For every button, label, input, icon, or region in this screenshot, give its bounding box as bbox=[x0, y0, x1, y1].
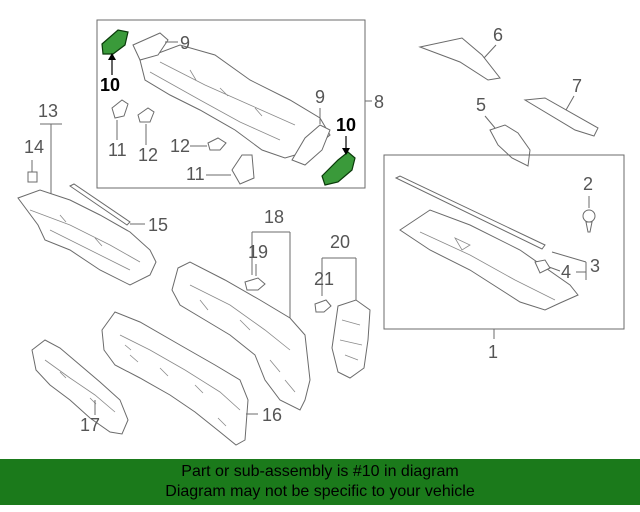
callout-16: 16 bbox=[262, 405, 282, 425]
bracket-11-lower[interactable] bbox=[231, 154, 255, 185]
panel-6[interactable] bbox=[418, 37, 501, 81]
callout-10-right: 10 bbox=[336, 115, 356, 135]
clip-3[interactable] bbox=[534, 259, 551, 274]
callout-8: 8 bbox=[374, 92, 384, 112]
callout-19: 19 bbox=[248, 242, 268, 262]
callout-13: 13 bbox=[38, 101, 58, 121]
panel-7[interactable] bbox=[523, 97, 599, 137]
callout-20: 20 bbox=[330, 232, 350, 252]
bracket-9-lower[interactable] bbox=[291, 124, 331, 166]
clip-14[interactable] bbox=[27, 171, 38, 183]
callout-17: 17 bbox=[80, 415, 100, 435]
callout-1: 1 bbox=[488, 342, 498, 362]
clip-21[interactable] bbox=[314, 299, 332, 313]
part-10-right-highlighted[interactable] bbox=[321, 151, 356, 186]
seal-15[interactable] bbox=[69, 183, 131, 226]
callout-14: 14 bbox=[24, 137, 44, 157]
cowl-top-panel[interactable] bbox=[139, 44, 331, 159]
parts-diagram: 9 10 11 12 12 11 9 10 8 6 7 5 2 1 bbox=[17, 19, 625, 446]
bracket-9-upper[interactable] bbox=[132, 32, 169, 61]
bracket-20[interactable] bbox=[331, 299, 371, 379]
callout-6: 6 bbox=[493, 25, 503, 45]
callout-15: 15 bbox=[148, 215, 168, 235]
callout-7: 7 bbox=[572, 76, 582, 96]
group-box-8 bbox=[96, 19, 366, 189]
callout-9-lower: 9 bbox=[315, 87, 325, 107]
callout-12-right: 12 bbox=[170, 136, 190, 156]
callout-11-lower: 11 bbox=[186, 164, 205, 184]
group-box-1 bbox=[383, 154, 625, 330]
panel-17[interactable] bbox=[31, 339, 129, 435]
weatherstrip[interactable] bbox=[394, 175, 546, 250]
banner-line-1: Part or sub-assembly is #10 in diagram bbox=[181, 463, 459, 480]
cowl-louver[interactable] bbox=[399, 209, 579, 311]
bracket-5[interactable] bbox=[489, 124, 531, 167]
clip-12-right[interactable] bbox=[207, 137, 227, 151]
dash-insulator-16[interactable] bbox=[101, 311, 249, 446]
clip-2[interactable] bbox=[582, 209, 596, 233]
banner-line-2: Diagram may not be specific to your vehi… bbox=[165, 483, 475, 500]
clip-12-left[interactable] bbox=[137, 107, 155, 123]
bracket-11-left[interactable] bbox=[111, 99, 129, 119]
callout-11-left: 11 bbox=[108, 140, 127, 160]
callout-21: 21 bbox=[314, 269, 334, 289]
callout-3: 3 bbox=[590, 256, 600, 276]
part-10-upper-highlighted[interactable] bbox=[101, 29, 129, 55]
info-banner: Part or sub-assembly is #10 in diagram D… bbox=[0, 459, 640, 505]
callout-5: 5 bbox=[476, 95, 486, 115]
dash-panel-upper-18[interactable] bbox=[171, 261, 311, 411]
callout-4: 4 bbox=[561, 262, 571, 282]
callout-12-left: 12 bbox=[138, 145, 158, 165]
callout-9-upper: 9 bbox=[180, 33, 190, 53]
callout-10-upper: 10 bbox=[100, 75, 120, 95]
clip-19[interactable] bbox=[244, 277, 266, 291]
cowl-side-panel-13[interactable] bbox=[17, 189, 157, 286]
callout-18: 18 bbox=[264, 207, 284, 227]
callout-2: 2 bbox=[583, 174, 593, 194]
